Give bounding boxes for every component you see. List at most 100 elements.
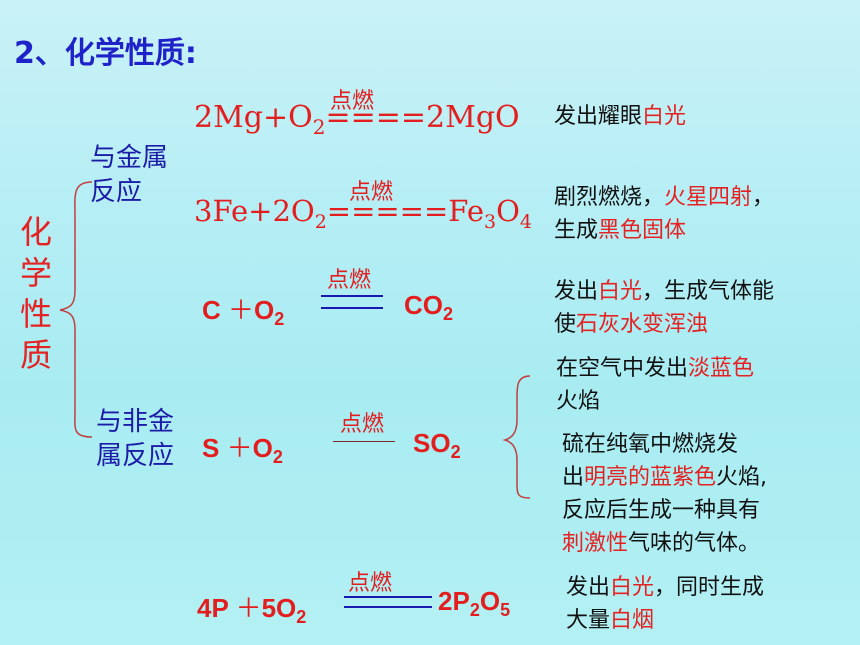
eq-c-rhs-sub: 2 (443, 304, 454, 325)
eq-c-sub: 2 (274, 309, 285, 330)
eq-line-top-p (344, 596, 432, 598)
desc-s-o2-line4: 刺激性气味的气体。 (562, 527, 767, 560)
eq-s-rhs-sub: 2 (450, 442, 461, 463)
eq-line-top-c (321, 295, 383, 297)
desc-s-o2-2c: 火焰, (716, 465, 768, 490)
eq-p-plus: ＋ (235, 593, 262, 623)
eq-fe-lhs: 3Fe+2O (194, 194, 315, 228)
eq-mg-sub: 2 (312, 115, 326, 139)
group-metal-line2: 反应 (90, 177, 143, 207)
desc-c1-a: 发出 (554, 279, 599, 304)
side-char: 化 (19, 213, 52, 251)
desc-c1-c: ，生成气体能 (642, 279, 775, 304)
eq-c-rhs: CO (404, 290, 443, 320)
desc-c2-a: 使 (554, 312, 577, 337)
eq-p-lhs-b: 5O (261, 593, 297, 623)
equation-p-rhs: 2P2O5 (438, 586, 510, 621)
equation-p-lhs: 4P ＋5O2 (197, 588, 306, 628)
desc-s-air-line1: 在空气中发出淡蓝色 (556, 352, 754, 385)
desc-p-line1: 发出白光，同时生成 (566, 571, 764, 604)
group-nonmetal: 与非金 属反应 (96, 405, 174, 473)
desc-p-line2: 大量白烟 (566, 604, 764, 637)
desc-fe2-b: 黑色固体 (598, 218, 687, 243)
condition-c: 点燃 (327, 268, 372, 293)
desc-s-o2-2b: 明亮的蓝紫色 (584, 465, 717, 490)
desc-p: 发出白光，同时生成 大量白烟 (566, 571, 764, 637)
group-metal: 与金属 反应 (90, 141, 168, 209)
eq-fe-rhs-a: Fe (448, 194, 484, 228)
eq-p-lhs-a: 4P (197, 593, 236, 623)
eq-c-lhs-b: O (254, 295, 275, 325)
condition-fe: 点燃 (349, 180, 394, 205)
eq-s-rhs: SO (413, 428, 451, 458)
desc-fe1-b: 火星四射 (664, 185, 753, 210)
eq-p-rhs-b: O (479, 586, 501, 616)
desc-mg: 发出耀眼白光 (554, 100, 686, 133)
group-nonmetal-line2: 属反应 (96, 441, 175, 471)
eq-s-plus: ＋ (226, 433, 253, 463)
eq-fe-sub1: 3 (483, 210, 497, 233)
eq-p-rhs-sub1: 2 (469, 600, 480, 621)
desc-fe1-a: 剧烈燃烧， (554, 185, 665, 210)
eq-p-sub: 2 (296, 607, 307, 628)
equation-fe: 3Fe+2O2=====Fe3O4 (194, 194, 532, 233)
desc-fe-line1: 剧烈燃烧，火星四射， (554, 181, 774, 214)
side-char: 性 (19, 295, 52, 333)
desc-mg-b: 白光 (642, 104, 687, 129)
desc-p2-a: 大量 (566, 608, 611, 633)
eq-fe-rhs-b: O (496, 194, 520, 228)
condition-p: 点燃 (348, 571, 393, 596)
desc-s-air1-a: 在空气中发出 (556, 356, 689, 381)
page-title: 2、化学性质: (14, 36, 197, 71)
desc-c-line2: 使石灰水变浑浊 (554, 308, 774, 341)
desc-fe: 剧烈燃烧，火星四射， 生成黑色固体 (554, 181, 774, 247)
eq-mg-lhs: 2Mg+O (194, 100, 313, 135)
desc-s-o2: 硫在纯氧中燃烧发 出明亮的蓝紫色火焰, 反应后生成一种具有 刺激性气味的气体。 (562, 428, 767, 560)
desc-s-o2-4b: 气味的气体。 (628, 531, 761, 556)
eq-mg-rhs: 2MgO (426, 100, 520, 135)
eq-fe-eq: ===== (326, 194, 449, 228)
group-nonmetal-line1: 与非金 (96, 407, 175, 437)
eq-p-rhs-sub2: 5 (500, 600, 511, 621)
equation-c-rhs: CO2 (404, 290, 453, 325)
eq-line-bottom-c (321, 307, 383, 309)
eq-s-lhs-a: S (202, 433, 227, 463)
desc-mg-a: 发出耀眼 (554, 104, 643, 129)
desc-fe2-a: 生成 (554, 218, 599, 243)
condition-s: 点燃 (340, 412, 385, 437)
eq-fe-sub2: 4 (519, 210, 532, 233)
eq-p-rhs-a: 2P (438, 586, 470, 616)
desc-fe1-c: ， (752, 185, 775, 210)
eq-s-sub: 2 (272, 447, 283, 468)
desc-s-air-line2: 火焰 (556, 389, 601, 414)
desc-p2-b: 白烟 (610, 608, 655, 633)
equation-s-rhs: SO2 (413, 428, 461, 463)
equation-s-lhs: S ＋O2 (202, 428, 283, 468)
condition-mg: 点燃 (330, 89, 375, 114)
side-label: 化 学 性 质 (16, 212, 56, 376)
desc-c2-b: 石灰水变浑浊 (576, 312, 709, 337)
side-char: 学 (19, 254, 52, 292)
desc-s-air: 在空气中发出淡蓝色 火焰 (556, 352, 754, 418)
desc-c1-b: 白光 (598, 279, 643, 304)
desc-s-o2-2a: 出 (562, 465, 585, 490)
equation-c-lhs: C ＋O2 (202, 290, 284, 330)
eq-s-lhs-b: O (252, 433, 273, 463)
equation-mg: 2Mg+O2====2MgO (194, 100, 520, 139)
desc-p1-c: ，同时生成 (654, 575, 765, 600)
eq-mg-eq: ==== (325, 100, 427, 135)
eq-line-bottom-p (344, 606, 432, 608)
group-metal-line1: 与金属 (90, 143, 169, 173)
eq-c-lhs-a: C (202, 295, 228, 325)
desc-s-o2-line2: 出明亮的蓝紫色火焰, (562, 461, 767, 494)
desc-c: 发出白光，生成气体能 使石灰水变浑浊 (554, 275, 774, 341)
eq-line-s (333, 441, 395, 442)
desc-c-line1: 发出白光，生成气体能 (554, 275, 774, 308)
desc-p1-a: 发出 (566, 575, 611, 600)
desc-s-air1-b: 淡蓝色 (688, 356, 755, 381)
side-char: 质 (19, 336, 52, 374)
desc-p1-b: 白光 (610, 575, 655, 600)
desc-s-o2-line1: 硫在纯氧中燃烧发 (562, 432, 739, 457)
eq-fe-sub: 2 (314, 210, 327, 233)
desc-s-o2-4a: 刺激性 (562, 531, 629, 556)
